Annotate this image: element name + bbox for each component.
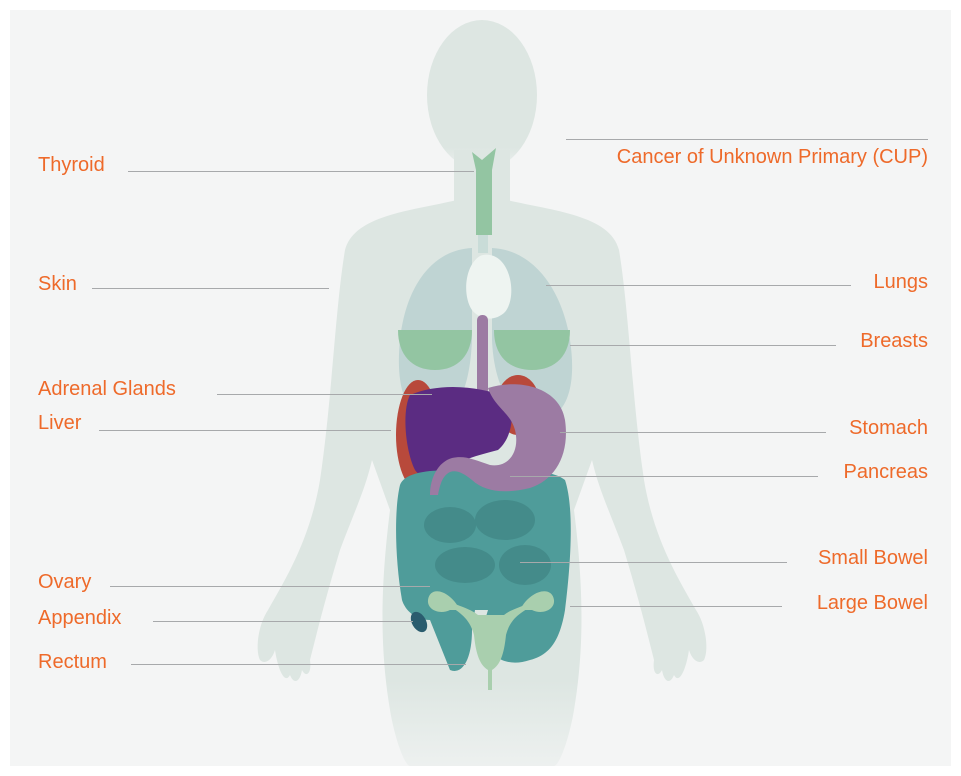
label-pancreas: Pancreas [844,460,929,484]
appendix-leader-line [153,621,413,622]
label-rectum: Rectum [38,650,107,674]
label-skin: Skin [38,272,77,296]
label-small-bowel: Small Bowel [818,546,928,570]
label-appendix: Appendix [38,606,121,630]
rectum-leader-line [131,664,466,665]
small-bowel-leader-line [520,562,787,563]
ovary-leader-line [110,586,430,587]
label-ovary: Ovary [38,570,91,594]
label-thyroid: Thyroid [38,153,105,177]
lungs-leader-line [546,285,851,286]
label-large-bowel: Large Bowel [817,591,928,615]
large-bowel-leader-line [570,606,782,607]
label-liver: Liver [38,411,81,435]
label-cup: Cancer of Unknown Primary (CUP) [617,145,928,169]
trachea-shape [478,235,488,253]
skin-leader-line [92,288,329,289]
liver-leader-line [99,430,391,431]
esophagus-shape [477,315,488,395]
label-adrenal-glands: Adrenal Glands [38,377,176,401]
thyroid-leader-line [128,171,474,172]
label-stomach: Stomach [849,416,928,440]
label-breasts: Breasts [860,329,928,353]
stomach-leader-line [560,432,826,433]
breasts-leader-line [570,345,836,346]
cup-leader-line [566,139,928,140]
diagram-canvas: Thyroid Skin Adrenal Glands Liver Ovary … [10,10,951,766]
label-lungs: Lungs [874,270,929,294]
pancreas-leader-line [510,476,818,477]
adrenal-leader-line [217,394,432,395]
